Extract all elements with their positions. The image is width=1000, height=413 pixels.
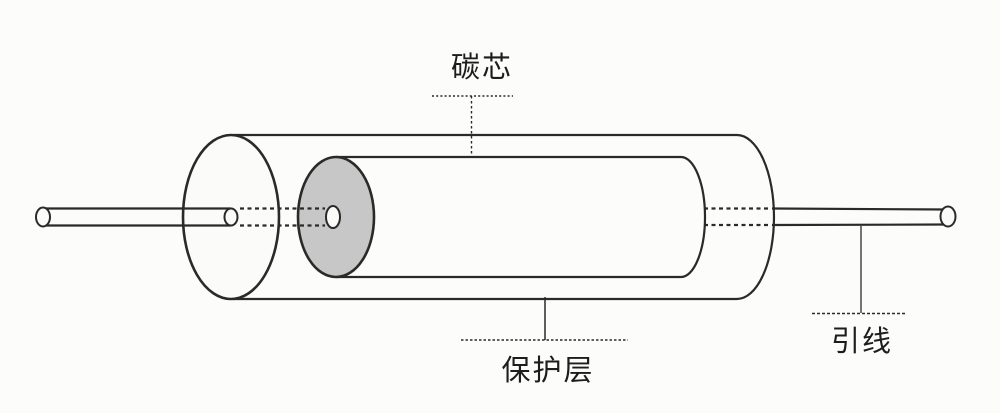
right-wire-top-edge (771, 207, 948, 211)
outer-cylinder-right-cap (736, 133, 776, 301)
left-wire-tip (35, 206, 51, 228)
right-wire-tip (939, 205, 957, 228)
protective-layer-label: 保护层 (501, 354, 594, 387)
lead-wire-label: 引线 (831, 325, 893, 358)
diagram-labels: 碳芯 保护层 引线 (451, 51, 893, 387)
left-wire-end-ferrule (223, 207, 239, 227)
carbon-core-label: 碳芯 (451, 51, 513, 84)
right-wire-bottom-edge (771, 223, 948, 227)
diagram-linework (35, 95, 957, 341)
core-cylinder-right-cap (680, 155, 707, 279)
core-wire-hole (325, 205, 341, 229)
